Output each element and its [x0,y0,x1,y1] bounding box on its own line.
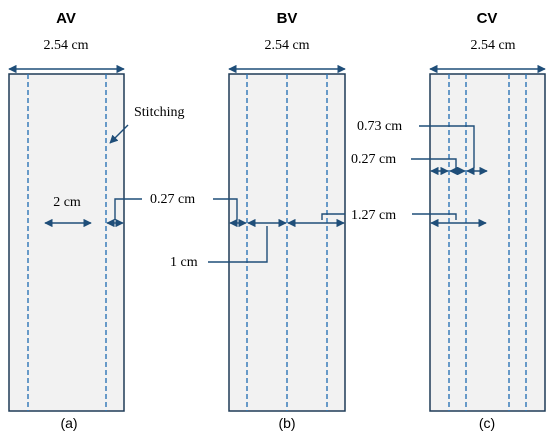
panel-bv-width-label: 2.54 cm [264,38,309,53]
panel-av-spacing-label: 2 cm [53,195,81,210]
panel-bv-center-label: 1.27 cm [351,208,396,223]
panel-bv-offset-label: 0.27 cm [150,192,195,207]
panel-av-title: AV [56,10,76,27]
panel-av-stitching-label: Stitching [134,105,185,120]
panel-av-offset-leader [114,198,142,220]
panel-bv-caption: (b) [278,415,295,431]
panel-cv-width-label: 2.54 cm [470,38,515,53]
panel-bv-offset-leader [213,198,238,220]
panel-bv-center-leader [321,213,345,220]
panel-bv-title: BV [277,10,298,27]
panel-cv-inner-label: 0.27 cm [351,152,396,167]
panel-cv-inner-leader [411,158,457,168]
panel-av-caption: (a) [60,415,77,431]
panel-bv-spacing-leader [208,226,268,263]
panel-av-width-label: 2.54 cm [43,38,88,53]
panel-cv-outer-label: 0.73 cm [357,119,402,134]
panel-bv: BV 2.54 cm 0.27 cm 1 cm 1.27 cm (b) [150,10,396,431]
panel-bv-spacing-label: 1 cm [170,255,198,270]
panel-cv: CV 2.54 cm 0.73 cm 0.27 cm (c) [351,10,546,431]
panel-cv-strip [429,73,546,412]
panel-av-strip [8,73,125,412]
panel-cv-outer-leader [419,125,475,168]
panel-cv-title: CV [477,10,498,27]
panel-cv-caption: (c) [479,415,495,431]
panel-av: AV 2.54 cm Stitching 2 cm (a) [8,10,185,431]
panel-cv-center-leader [412,213,457,220]
panel-av-stitching-pointer [109,124,129,144]
